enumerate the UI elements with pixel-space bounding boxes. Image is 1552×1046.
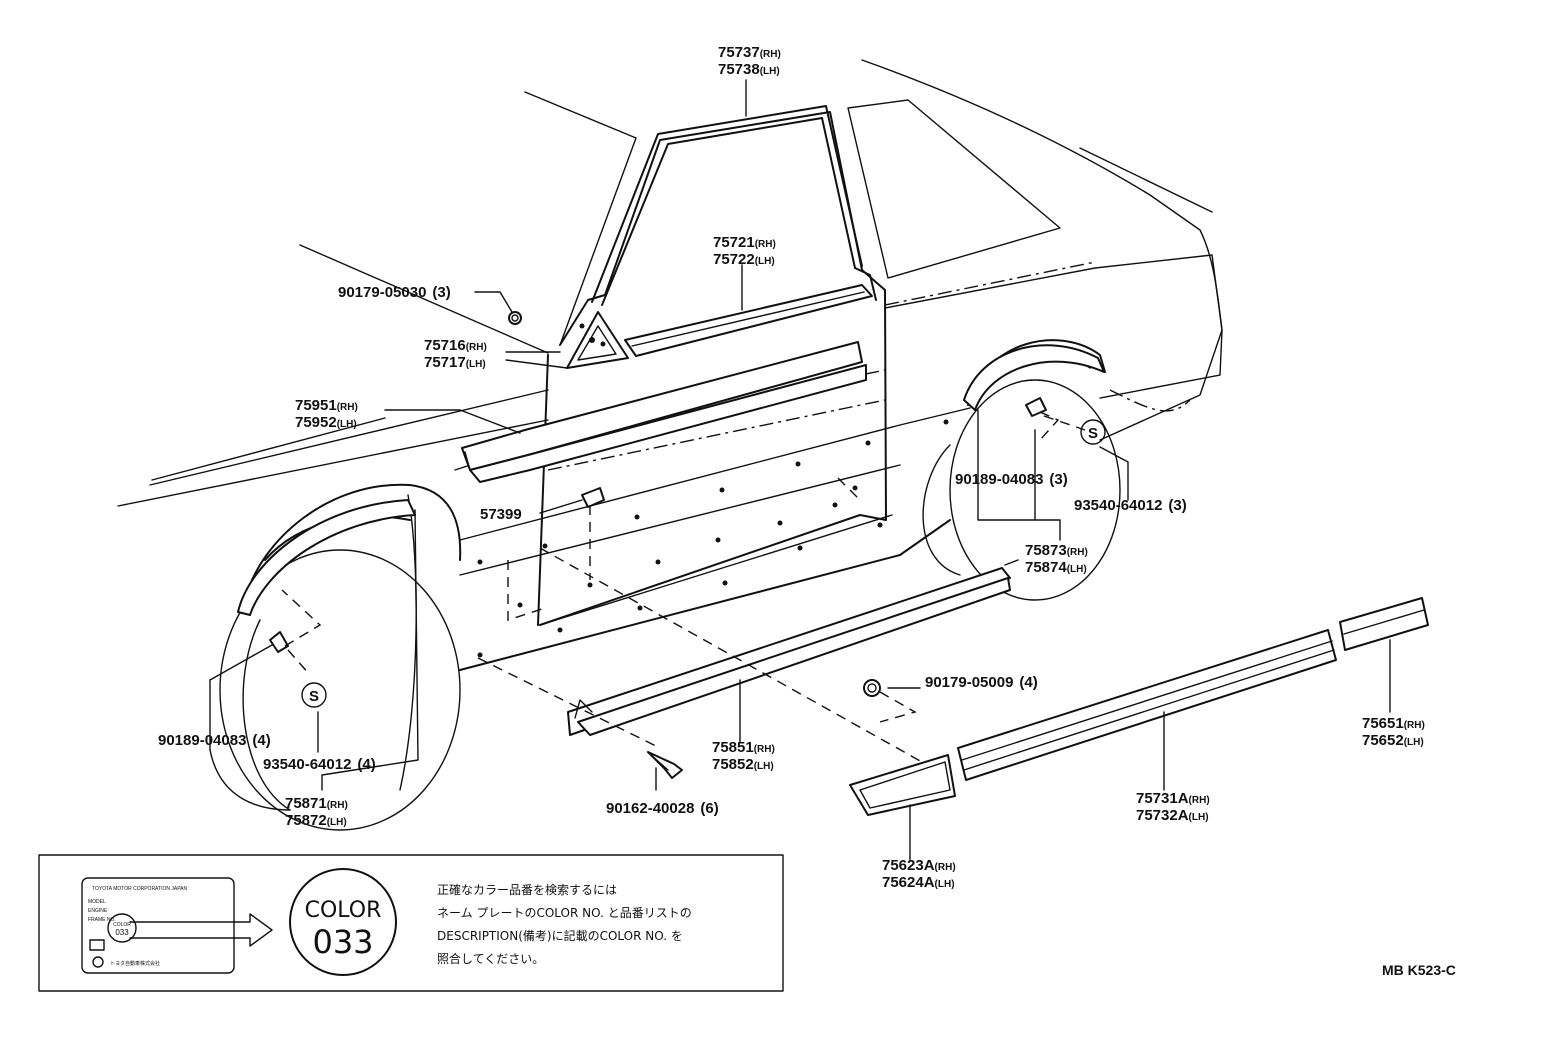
part-75873-rear-mudguard — [963, 344, 1105, 411]
part-75651-rear-quarter-moulding — [1339, 597, 1429, 651]
clip-90189-04083-rear — [1025, 397, 1047, 417]
plate-title: TOYOTA MOTOR CORPORATION JAPAN — [92, 886, 187, 892]
callout-75872: 75872(LH) — [285, 812, 347, 829]
callout-75651: 75651(RH) — [1362, 715, 1425, 732]
note-line-2: ネーム プレートのCOLOR NO. と品番リストの — [437, 906, 692, 920]
callout-75717: 75717(LH) — [424, 354, 486, 371]
callout-90179-05009: 90179-05009(4) — [925, 674, 1038, 691]
callout-90162-40028: 90162-40028(6) — [606, 800, 719, 817]
plate-color-word: COLOR — [113, 922, 131, 928]
plate-color-code: 033 — [115, 928, 129, 937]
callout-90189-04083-front: 90189-04083(4) — [158, 732, 271, 749]
callout-93540-64012-front: 93540-64012(4) — [263, 756, 376, 773]
callout-75874: 75874(LH) — [1025, 559, 1087, 576]
callout-75731A: 75731A(RH) — [1136, 790, 1210, 807]
part-57399-clip — [581, 487, 605, 508]
callout-75951: 75951(RH) — [295, 397, 358, 414]
part-90162-40028-screw — [647, 751, 683, 779]
plate-row-model: MODEL — [88, 899, 106, 905]
s-marker-rear: S — [1080, 419, 1106, 445]
part-90179-05030-nut — [508, 311, 522, 325]
color-badge-code: 033 — [312, 923, 373, 961]
arrow-icon — [129, 913, 273, 947]
plate-maker: トヨタ自動車株式会社 — [110, 960, 160, 967]
note-line-4: 照合してください。 — [437, 951, 544, 966]
leader-lines — [151, 79, 1391, 861]
assembly-dashed-lines — [281, 411, 1086, 763]
note-line-1: 正確なカラー品番を検索するには — [437, 882, 617, 897]
plate-row-frame: FRAME NO. — [88, 917, 116, 923]
part-75721-window-belt-moulding — [624, 284, 873, 357]
callout-75952: 75952(LH) — [295, 414, 357, 431]
callout-93540-64012-rear: 93540-64012(3) — [1074, 497, 1187, 514]
body-clip-holes — [477, 419, 949, 658]
callout-75851: 75851(RH) — [712, 739, 775, 756]
color-badge-word: COLOR — [305, 898, 382, 923]
part-90179-05009-nut — [863, 679, 881, 697]
part-75737-door-frame-weatherstrip — [591, 105, 877, 306]
clip-90189-04083-front — [269, 631, 289, 653]
callout-57399: 57399 — [480, 506, 522, 523]
part-75871-front-mudguard — [237, 499, 416, 616]
callout-75721: 75721(RH) — [713, 234, 776, 251]
callout-75652: 75652(LH) — [1362, 732, 1424, 749]
callout-labels: 75737(RH) 75738(LH) 75721(RH) 75722(LH) … — [158, 44, 1425, 891]
callout-75624A: 75624A(LH) — [882, 874, 955, 891]
part-75716-triangle-garnish — [566, 311, 629, 369]
callout-75873: 75873(RH) — [1025, 542, 1088, 559]
plate-row-engine: ENGINE — [88, 908, 108, 914]
name-plate: TOYOTA MOTOR CORPORATION JAPAN MODEL ENG… — [81, 877, 235, 974]
callout-75732A: 75732A(LH) — [1136, 807, 1209, 824]
s-marker-front-label: S — [309, 688, 319, 705]
part-75951-door-outside-moulding — [461, 341, 867, 483]
color-note-box: TOYOTA MOTOR CORPORATION JAPAN MODEL ENG… — [38, 854, 784, 992]
callout-75716: 75716(RH) — [424, 337, 487, 354]
callout-75737: 75737(RH) — [718, 44, 781, 61]
callout-75852: 75852(LH) — [712, 756, 774, 773]
part-75731A-side-protection-moulding — [957, 629, 1337, 781]
callout-75738: 75738(LH) — [718, 61, 780, 78]
diagram-code: MB K523-C — [1382, 962, 1456, 978]
callout-75722: 75722(LH) — [713, 251, 775, 268]
part-75851-rocker-moulding — [567, 567, 1011, 736]
callout-90189-04083-rear: 90189-04083(3) — [955, 471, 1068, 488]
callout-75623A: 75623A(RH) — [882, 857, 956, 874]
part-75623A-front-quarter-moulding — [849, 754, 956, 816]
note-line-3: DESCRIPTION(備考)に記載のCOLOR NO. を — [437, 928, 683, 943]
s-marker-rear-label: S — [1088, 425, 1098, 442]
color-badge: COLOR 033 — [289, 868, 397, 976]
s-marker-front: S — [301, 682, 327, 708]
callout-75871: 75871(RH) — [285, 795, 348, 812]
callout-90179-05030: 90179-05030(3) — [338, 284, 451, 301]
